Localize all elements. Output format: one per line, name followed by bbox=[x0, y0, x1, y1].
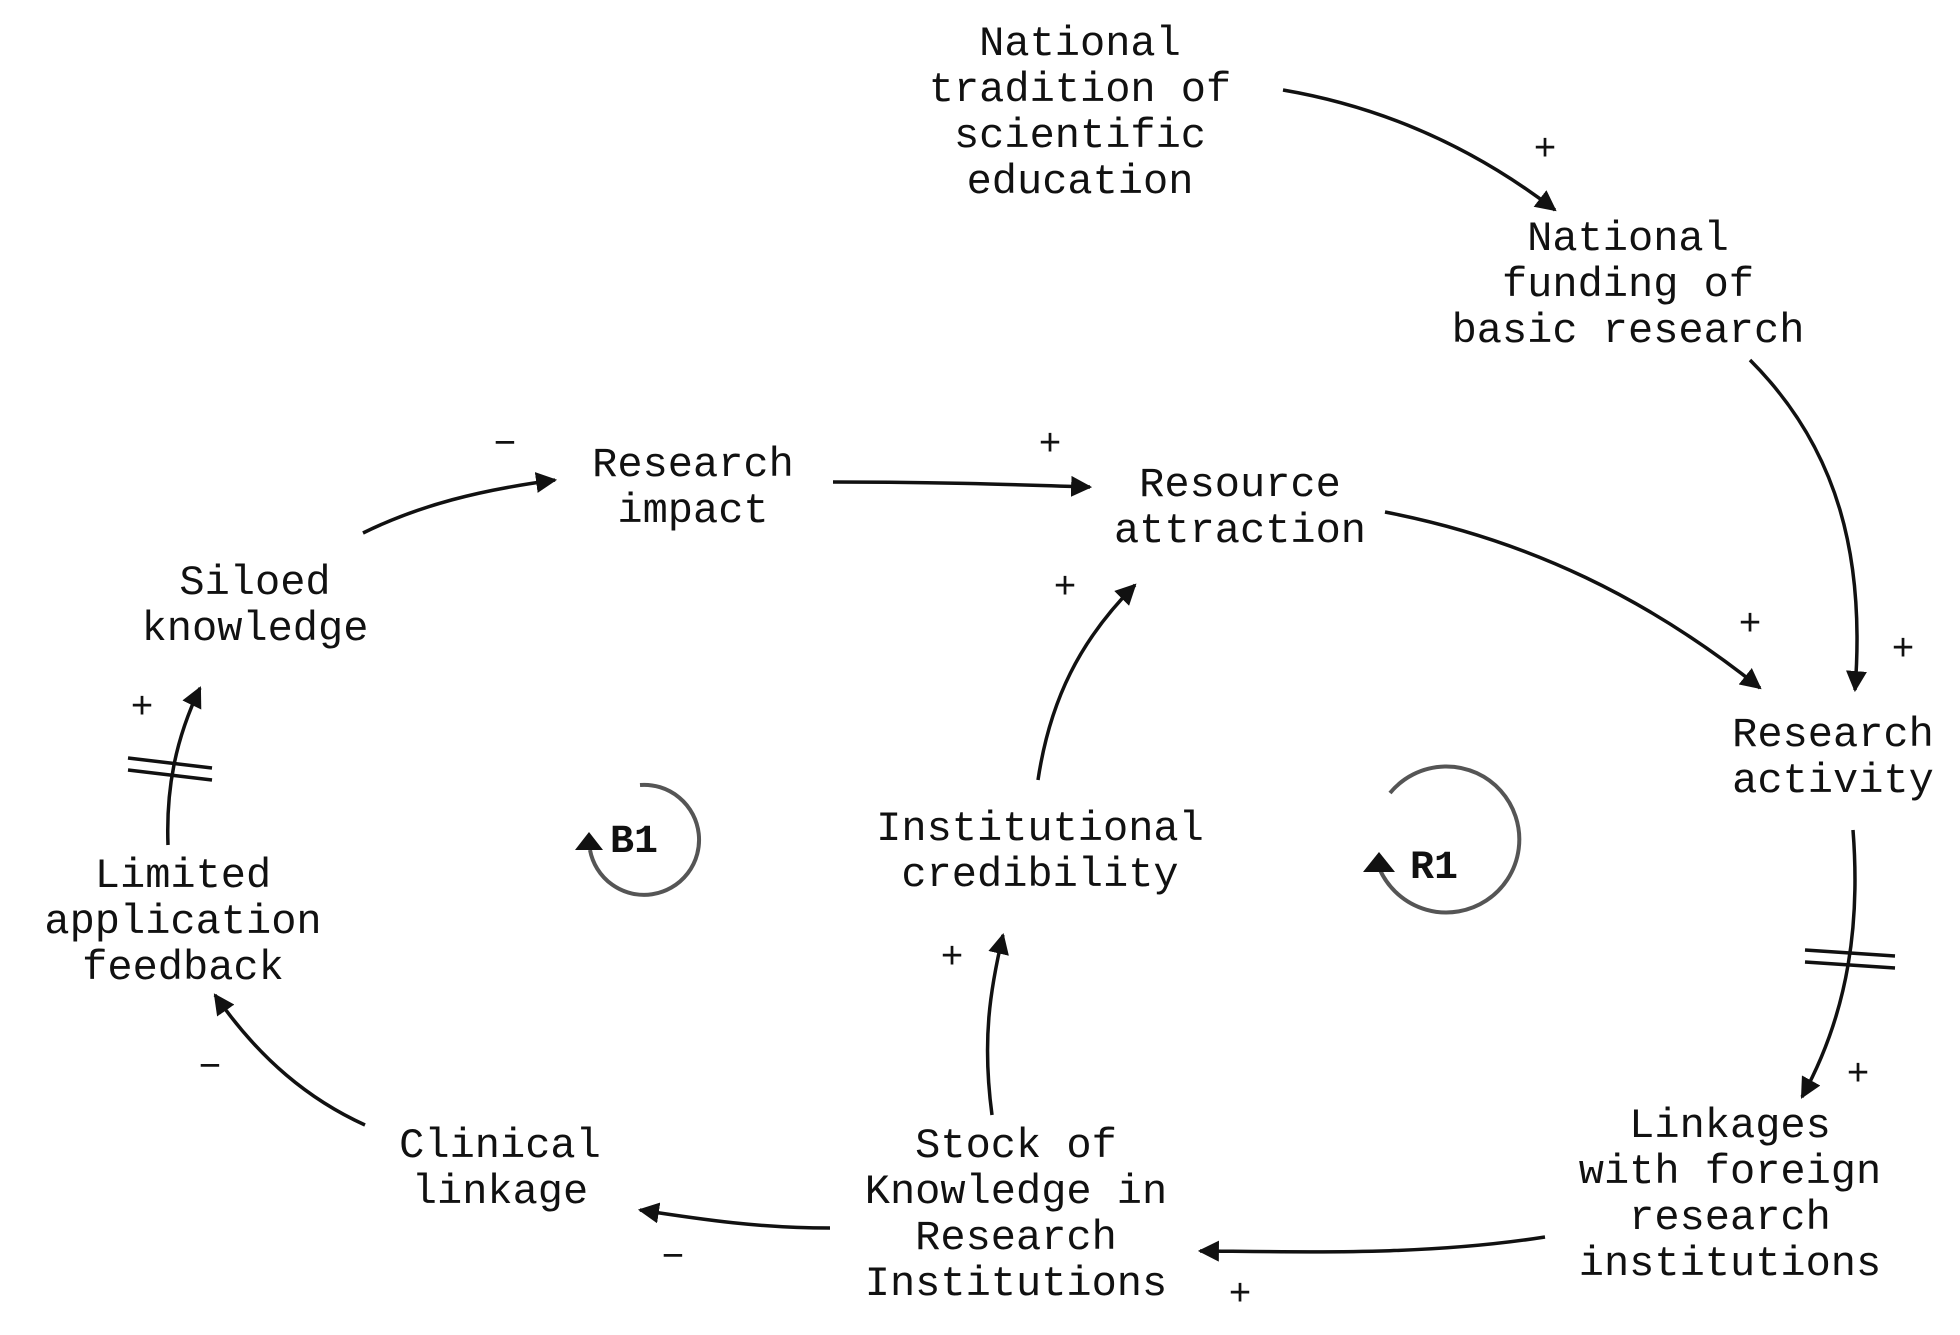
link-attraction-to-activity bbox=[1384, 510, 1762, 690]
link-clinical-to-limited bbox=[213, 993, 366, 1127]
link-impact-to-attraction bbox=[832, 475, 1093, 497]
loop-label-r1: R1 bbox=[1410, 846, 1458, 891]
node-line: National bbox=[1527, 215, 1729, 263]
node-line: Siloed bbox=[179, 559, 330, 607]
link-credibility-to-attraction bbox=[1036, 583, 1137, 781]
node-clinical-linkage: Clinical linkage bbox=[399, 1122, 601, 1216]
loop-arrowhead-b1 bbox=[575, 832, 603, 850]
node-research-activity: Research activity bbox=[1732, 711, 1934, 805]
polarity-clinical-to-limited: − bbox=[199, 1047, 222, 1090]
polarity-credibility-to-attraction: + bbox=[1054, 567, 1077, 610]
node-line: Resource bbox=[1139, 461, 1341, 509]
node-national-tradition: National tradition of scientific educati… bbox=[929, 20, 1231, 206]
polarity-stock-to-credibility: + bbox=[941, 937, 964, 980]
loop-indicator-r1: R1 bbox=[1363, 764, 1522, 915]
delay-mark-limited-to-siloed bbox=[127, 756, 213, 782]
node-line: tradition of bbox=[929, 66, 1231, 114]
delay-mark-activity-to-linkages bbox=[1804, 948, 1896, 970]
node-research-impact: Research impact bbox=[592, 441, 794, 535]
node-line: with foreign bbox=[1579, 1148, 1881, 1196]
polarity-linkages-to-stock: + bbox=[1229, 1274, 1252, 1317]
link-stock-to-clinical bbox=[637, 1202, 831, 1230]
link-stock-to-credibility bbox=[985, 932, 1009, 1116]
node-line: research bbox=[1629, 1194, 1831, 1242]
polarity-impact-to-attraction: + bbox=[1039, 424, 1062, 467]
node-line: Linkages bbox=[1629, 1102, 1831, 1150]
node-line: scientific bbox=[954, 112, 1206, 160]
link-linkages-to-stock bbox=[1197, 1235, 1546, 1262]
node-line: feedback bbox=[82, 944, 284, 992]
node-siloed-knowledge: Siloed knowledge bbox=[142, 559, 369, 653]
node-line: linkage bbox=[412, 1168, 588, 1216]
node-line: activity bbox=[1732, 757, 1934, 805]
loop-label-b1: B1 bbox=[610, 820, 658, 865]
node-resource-attraction: Resource attraction bbox=[1114, 461, 1366, 555]
node-line: Research bbox=[915, 1214, 1117, 1262]
polarity-funding-to-activity: + bbox=[1892, 629, 1915, 672]
loop-arrowhead-r1 bbox=[1363, 852, 1395, 872]
link-tradition-to-funding bbox=[1282, 88, 1557, 212]
node-line: funding of bbox=[1502, 261, 1754, 309]
node-line: Research bbox=[1732, 711, 1934, 759]
loop-arc-b1 bbox=[588, 782, 702, 897]
node-line: education bbox=[967, 158, 1194, 206]
node-line: knowledge bbox=[142, 605, 369, 653]
node-stock-of-knowledge: Stock of Knowledge in Research Instituti… bbox=[865, 1122, 1167, 1308]
node-linkages-foreign: Linkages with foreign research instituti… bbox=[1579, 1102, 1881, 1288]
node-line: Research bbox=[592, 441, 794, 489]
polarity-siloed-to-impact: − bbox=[494, 424, 517, 467]
loop-arc-r1 bbox=[1378, 764, 1522, 915]
polarity-attraction-to-activity: + bbox=[1739, 604, 1762, 647]
node-line: Limited bbox=[95, 852, 271, 900]
link-siloed-to-impact bbox=[362, 472, 558, 535]
node-line: basic research bbox=[1452, 307, 1805, 355]
node-line: Knowledge in bbox=[865, 1168, 1167, 1216]
node-line: impact bbox=[617, 487, 768, 535]
node-line: National bbox=[979, 20, 1181, 68]
loop-indicator-b1: B1 bbox=[575, 782, 702, 897]
polarity-tradition-to-funding: + bbox=[1534, 129, 1557, 172]
node-line: Clinical bbox=[399, 1122, 601, 1170]
node-line: Institutional bbox=[876, 805, 1204, 853]
node-line: Institutions bbox=[865, 1260, 1167, 1308]
link-funding-to-activity bbox=[1748, 358, 1867, 693]
polarity-stock-to-clinical: − bbox=[662, 1237, 685, 1280]
node-line: application bbox=[44, 898, 321, 946]
node-line: attraction bbox=[1114, 507, 1366, 555]
node-national-funding: National funding of basic research bbox=[1452, 215, 1805, 355]
node-limited-application-feedback: Limited application feedback bbox=[44, 852, 321, 992]
polarity-activity-to-linkages: + bbox=[1847, 1054, 1870, 1097]
node-institutional-credibility: Institutional credibility bbox=[876, 805, 1204, 899]
node-line: credibility bbox=[901, 851, 1178, 899]
polarity-limited-to-siloed: + bbox=[131, 687, 154, 730]
node-line: Stock of bbox=[915, 1122, 1117, 1170]
link-limited-to-siloed bbox=[165, 686, 202, 846]
node-line: institutions bbox=[1579, 1240, 1881, 1288]
